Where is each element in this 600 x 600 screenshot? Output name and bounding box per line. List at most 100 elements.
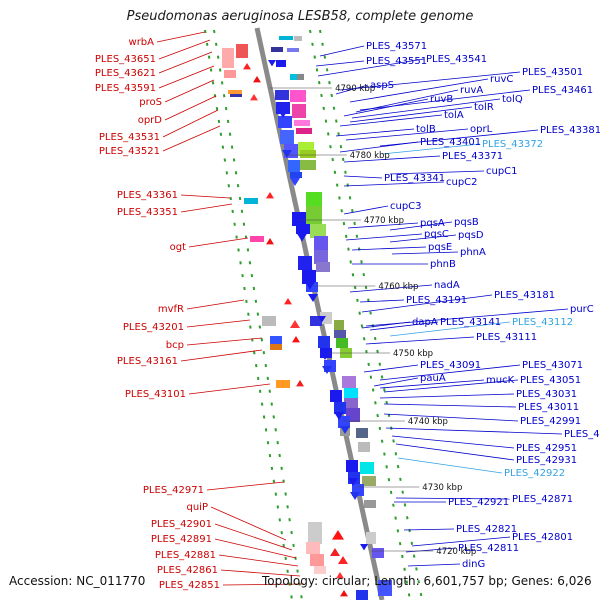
gene-label-reverse[interactable]: PLES_43141 [440, 317, 501, 328]
gene-label-reverse[interactable]: pauA [420, 373, 446, 384]
gene-label-reverse[interactable]: phnA [460, 247, 486, 258]
label-leader-line [373, 377, 419, 387]
label-leader-line [180, 194, 231, 199]
gene-label-reverse[interactable]: PLES_43011 [518, 402, 579, 413]
gene-label-forward[interactable]: ogt [170, 242, 186, 253]
gene-label-reverse[interactable]: PLES_42821 [456, 524, 517, 535]
gene-label-reverse[interactable]: PLES_43401 [420, 137, 481, 148]
gene-label-forward[interactable]: PLES_43651 [95, 54, 156, 65]
gene-label-reverse[interactable]: pqsE [428, 242, 452, 253]
reverse-gene-arrow [348, 478, 358, 486]
gene-label-forward[interactable]: PLES_43361 [117, 190, 178, 201]
gene-label-forward[interactable]: PLES_42891 [151, 534, 212, 545]
gene-label-reverse[interactable]: pqsB [454, 217, 479, 228]
label-leader-line [369, 321, 439, 331]
gene-label-forward[interactable]: oprD [138, 115, 163, 126]
gene-feature [314, 250, 328, 264]
gene-feature [296, 224, 310, 234]
gene-label-reverse[interactable]: ruvC [490, 74, 513, 85]
gene-label-reverse[interactable]: PLES_43381 [540, 125, 600, 136]
gene-feature [276, 60, 286, 67]
gene-label-reverse[interactable]: cupC2 [446, 177, 478, 188]
gene-label-forward[interactable]: PLES_43101 [125, 389, 186, 400]
gene-label-reverse[interactable]: PLES_42811 [458, 543, 519, 554]
gene-label-reverse[interactable]: PLES_43551 [366, 56, 427, 67]
gene-label-reverse[interactable]: PLES_42991 [520, 416, 581, 427]
gene-label-reverse[interactable]: PLES_42922 [504, 468, 565, 479]
gene-label-forward[interactable]: PLES_42971 [143, 485, 204, 496]
gene-label-reverse[interactable]: PLES_43111 [476, 332, 537, 343]
gene-label-reverse[interactable]: PLES_43461 [532, 85, 593, 96]
gene-feature [330, 390, 342, 402]
gene-label-reverse[interactable]: PLES_42951 [516, 443, 577, 454]
gene-label-reverse[interactable]: PLES_43051 [520, 375, 581, 386]
gene-label-forward[interactable]: PLES_43531 [99, 132, 160, 143]
label-leader-line [158, 51, 213, 74]
gene-label-reverse[interactable]: cupC3 [390, 201, 422, 212]
gene-label-reverse[interactable]: PLES_43181 [494, 290, 555, 301]
label-leader-line [389, 234, 457, 243]
gene-label-reverse[interactable]: pqsC [424, 229, 449, 240]
gene-label-forward[interactable]: quiP [187, 502, 209, 513]
gene-label-reverse[interactable]: PLES_43112 [512, 317, 573, 328]
gene-label-forward[interactable]: PLES_42861 [157, 565, 218, 576]
gene-label-reverse[interactable]: nadA [434, 280, 460, 291]
gene-label-reverse[interactable]: PLES_43341 [384, 173, 445, 184]
gene-label-reverse[interactable]: PLES_42961 [564, 429, 600, 440]
gene-label-reverse[interactable]: oprL [470, 124, 493, 135]
gene-label-forward[interactable]: wrbA [129, 37, 155, 48]
gene-feature [334, 320, 344, 330]
gene-label-forward[interactable]: PLES_42851 [159, 580, 220, 591]
gene-label-reverse[interactable]: ruvB [430, 94, 453, 105]
gene-label-forward[interactable]: PLES_43621 [95, 68, 156, 79]
label-leader-line [379, 393, 515, 399]
label-leader-line [158, 39, 211, 60]
gene-label-reverse[interactable]: PLES_43501 [522, 67, 583, 78]
label-leader-line [188, 383, 271, 395]
label-leader-line [164, 79, 215, 103]
gene-label-reverse[interactable]: PLES_43031 [516, 389, 577, 400]
footer: Accession: NC_011770 Topology: circular;… [0, 574, 600, 594]
gene-label-reverse[interactable]: tolA [444, 110, 464, 121]
label-leader-line [319, 45, 365, 57]
gene-label-forward[interactable]: PLES_42881 [155, 550, 216, 561]
gene-label-reverse[interactable]: ruvA [460, 85, 483, 96]
label-leader-line [397, 457, 503, 474]
gene-label-reverse[interactable]: PLES_42801 [512, 532, 573, 543]
gene-label-forward[interactable]: PLES_43161 [117, 356, 178, 367]
gene-label-reverse[interactable]: phnB [430, 259, 456, 270]
gene-label-reverse[interactable]: tolB [416, 124, 436, 135]
gene-feature [378, 580, 392, 596]
gene-label-reverse[interactable]: purC [570, 304, 594, 315]
gene-label-reverse[interactable]: PLES_42931 [516, 455, 577, 466]
gene-label-forward[interactable]: bcp [166, 340, 184, 351]
gene-label-reverse[interactable]: dinG [462, 559, 485, 570]
gene-label-reverse[interactable]: PLES_43071 [522, 360, 583, 371]
gene-label-forward[interactable]: mvfR [158, 304, 184, 315]
gene-label-reverse[interactable]: aspS [370, 80, 394, 91]
gene-label-reverse[interactable]: mucK [486, 375, 515, 386]
gene-label-reverse[interactable]: PLES_43571 [366, 41, 427, 52]
gene-label-reverse[interactable]: PLES_43371 [442, 151, 503, 162]
gene-label-forward[interactable]: PLES_43201 [123, 322, 184, 333]
gene-label-reverse[interactable]: PLES_43191 [406, 295, 467, 306]
gene-label-forward[interactable]: proS [139, 97, 162, 108]
gene-label-reverse[interactable]: dapA [412, 317, 438, 328]
gene-label-reverse[interactable]: pqsD [458, 230, 484, 241]
gene-label-reverse[interactable]: PLES_43091 [420, 360, 481, 371]
gene-label-reverse[interactable]: PLES_42871 [512, 494, 573, 505]
gene-label-reverse[interactable]: tolQ [502, 94, 523, 105]
gene-label-reverse[interactable]: pqsA [420, 218, 445, 229]
dotted-track [319, 29, 423, 600]
gene-feature [224, 70, 236, 78]
gene-label-forward[interactable]: PLES_43351 [117, 207, 178, 218]
gene-label-forward[interactable]: PLES_43521 [99, 146, 160, 157]
gene-label-forward[interactable]: PLES_43591 [95, 83, 156, 94]
gene-label-reverse[interactable]: PLES_43372 [482, 139, 543, 150]
gene-label-reverse[interactable]: PLES_42921 [448, 497, 509, 508]
gene-label-reverse[interactable]: PLES_43541 [426, 54, 487, 65]
gene-label-reverse[interactable]: tolR [474, 102, 494, 113]
gene-label-forward[interactable]: PLES_42901 [151, 519, 212, 530]
gene-label-reverse[interactable]: cupC1 [486, 166, 518, 177]
